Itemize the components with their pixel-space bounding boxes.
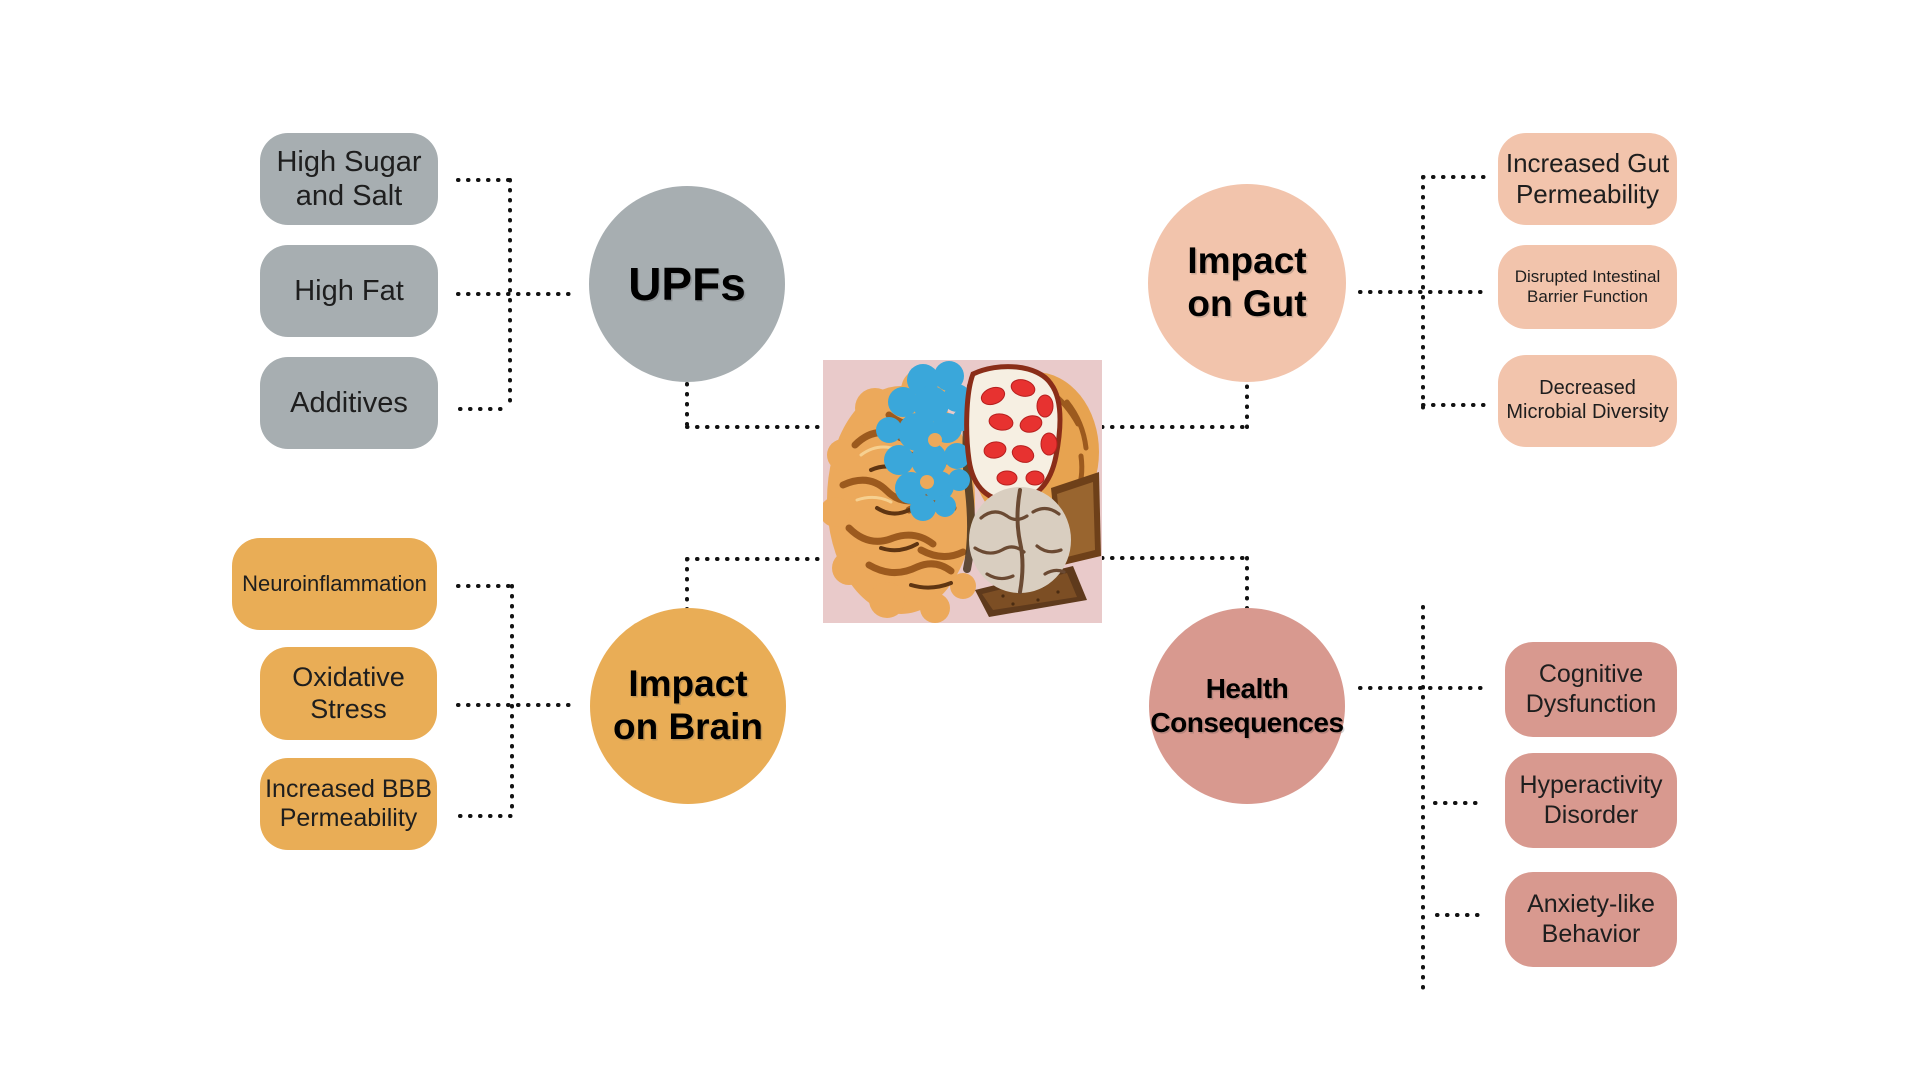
effect-box-neuroinflammation: Neuroinflammation bbox=[232, 538, 437, 630]
node-label-line1: Impact bbox=[628, 663, 748, 705]
consequence-box-cognitive-dysfunction: Cognitive Dysfunction bbox=[1505, 642, 1677, 737]
strawberry-cream-cookie bbox=[964, 364, 1063, 504]
node-upfs: UPFs bbox=[589, 186, 785, 382]
node-label-line1: Health bbox=[1205, 673, 1289, 705]
consequence-label: Anxiety-like Behavior bbox=[1527, 890, 1655, 948]
node-label-line1: Impact bbox=[1187, 240, 1307, 282]
effect-box-decreased-microbial-diversity: Decreased Microbial Diversity bbox=[1498, 355, 1677, 447]
factor-box-additives: Additives bbox=[260, 357, 438, 449]
effect-label: Disrupted Intestinal Barrier Function bbox=[1514, 266, 1661, 306]
node-impact-on-gut: Impact on Gut bbox=[1148, 184, 1346, 382]
effect-label: Neuroinflammation bbox=[242, 571, 427, 597]
factor-label: Additives bbox=[290, 386, 408, 419]
factor-box-high-sugar-and-salt: High Sugar and Salt bbox=[260, 133, 438, 225]
node-label-line2: on Brain bbox=[612, 706, 764, 747]
effect-box-oxidative-stress: Oxidative Stress bbox=[260, 647, 437, 740]
effect-label: Decreased Microbial Diversity bbox=[1506, 377, 1669, 423]
plastic-brain bbox=[969, 487, 1071, 594]
node-label-line2: on Gut bbox=[1187, 283, 1307, 324]
factor-label: High Fat bbox=[294, 274, 404, 307]
node-health-consequences: Health Consequences bbox=[1149, 608, 1345, 804]
effect-label: Oxidative Stress bbox=[292, 661, 405, 724]
consequence-label: Cognitive Dysfunction bbox=[1525, 660, 1657, 718]
effect-box-increased-bbb-permeability: Increased BBB Permeability bbox=[260, 758, 437, 850]
consequence-box-anxiety-like-behavior: Anxiety-like Behavior bbox=[1505, 872, 1677, 967]
factor-box-high-fat: High Fat bbox=[260, 245, 438, 337]
effect-box-disrupted-intestinal-barrier-function: Disrupted Intestinal Barrier Function bbox=[1498, 245, 1677, 329]
effect-label: Increased Gut Permeability bbox=[1505, 148, 1670, 209]
brain-food-photo bbox=[823, 360, 1102, 623]
node-impact-on-brain: Impact on Brain bbox=[590, 608, 786, 804]
node-label: UPFs bbox=[628, 258, 746, 310]
effect-label: Increased BBB Permeability bbox=[265, 774, 432, 833]
effect-box-increased-gut-permeability: Increased Gut Permeability bbox=[1498, 133, 1677, 225]
blue-cookie bbox=[876, 361, 974, 521]
consequence-box-hyperactivity-disorder: Hyperactivity Disorder bbox=[1505, 753, 1677, 848]
node-label-line2: Consequences bbox=[1150, 707, 1344, 738]
consequence-label: Hyperactivity Disorder bbox=[1519, 771, 1663, 829]
factor-label: High Sugar and Salt bbox=[276, 145, 422, 212]
